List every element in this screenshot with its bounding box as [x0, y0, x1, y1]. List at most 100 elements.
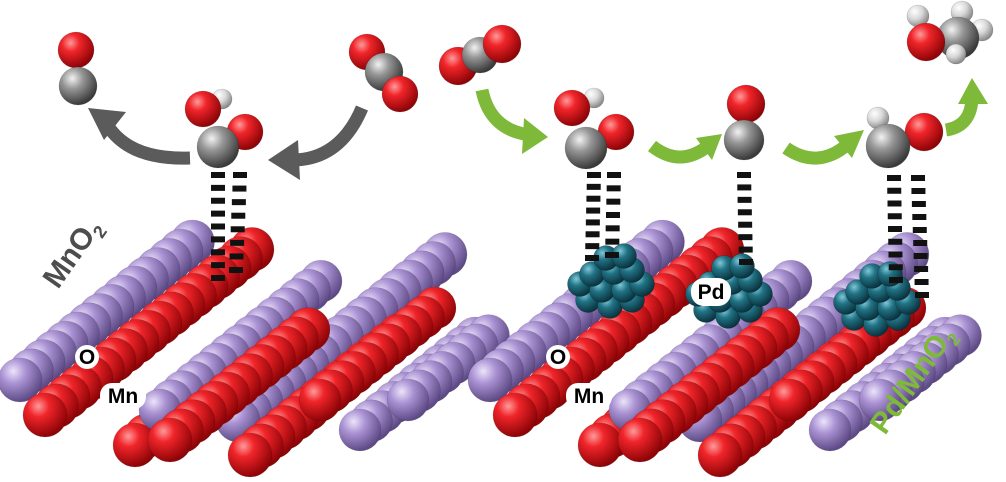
oxygen-atom — [554, 90, 590, 126]
carbon-atom — [724, 120, 764, 160]
bond-dash — [911, 175, 925, 181]
oxygen-atom — [228, 433, 272, 477]
hydrogen-atom — [946, 44, 966, 64]
bond-dash — [888, 213, 902, 219]
bond-dash — [889, 277, 903, 283]
bond-dash — [913, 227, 927, 233]
bond-pd3-1 — [887, 175, 903, 283]
bond-dash — [915, 292, 929, 298]
label-o-right: O — [546, 345, 570, 369]
arrow-head — [522, 118, 548, 154]
bond-dash — [211, 262, 225, 268]
molecule-co-adsorbed — [724, 85, 765, 160]
bond-dash — [887, 175, 901, 181]
bond-dash — [737, 172, 751, 178]
bond-dash — [607, 172, 621, 178]
bond-dash — [211, 249, 225, 255]
bond-dash — [211, 198, 225, 204]
arrow-to-methanol — [946, 78, 988, 130]
bond-dash — [914, 253, 928, 259]
bond-dash — [888, 226, 902, 232]
bond-dash — [586, 196, 600, 202]
oxygen-atom — [493, 393, 537, 437]
bond-dash — [586, 219, 600, 225]
oxygen-atom — [382, 76, 418, 112]
carbon-atom — [197, 126, 239, 168]
bond-dash — [739, 247, 753, 253]
bond-dash — [211, 236, 225, 242]
bond-dash — [585, 255, 599, 261]
manganese-atom — [339, 409, 381, 451]
bond-dash — [231, 226, 245, 232]
label-o-left: O — [75, 345, 99, 369]
bond-dash — [211, 224, 225, 230]
bond-dash — [737, 184, 751, 190]
manganese-atom — [809, 409, 851, 451]
oxygen-atom — [618, 418, 662, 462]
bond-dash — [912, 214, 926, 220]
lattice-rods — [0, 220, 982, 477]
arrow-from-co2 — [268, 108, 362, 180]
arrow-head — [268, 140, 300, 180]
molecule-co-product — [58, 32, 97, 105]
label-mn-right: Mn — [566, 383, 612, 409]
label-pd: Pd — [691, 278, 731, 306]
bond-dash — [211, 185, 225, 191]
molecule-methanol-product — [907, 1, 993, 64]
arrow-shaft — [652, 146, 708, 157]
bond-dash — [586, 208, 600, 214]
svg-text:O: O — [79, 346, 95, 369]
bond-dash — [587, 184, 601, 190]
oxygen-atom — [148, 418, 192, 462]
bond-dash — [888, 201, 902, 207]
bond-dash — [605, 239, 619, 245]
molecule-hcoh — [866, 107, 943, 168]
bond-dash — [230, 240, 244, 246]
bond-dash — [887, 188, 901, 194]
oxygen-atom — [58, 32, 94, 68]
bond-dash — [739, 259, 753, 265]
bond-dash — [914, 266, 928, 272]
bond-dash — [912, 201, 926, 207]
molecule-co2-left — [349, 34, 418, 112]
bond-dash — [211, 211, 225, 217]
carbon-atom — [565, 127, 607, 169]
bond-dash — [586, 231, 600, 237]
arrow-head — [958, 78, 988, 104]
bond-pd2 — [737, 172, 753, 265]
bond-left-1 — [211, 172, 225, 281]
oxygen-atom — [578, 423, 622, 467]
arrow-shaft — [292, 108, 362, 160]
arrow-co2-to-cooh — [482, 90, 548, 154]
bond-dash — [607, 185, 621, 191]
bond-dash — [889, 264, 903, 270]
bond-dash — [233, 172, 247, 178]
arrow-cooh-to-co — [652, 134, 722, 160]
bond-dash — [738, 222, 752, 228]
bond-dash — [888, 239, 902, 245]
oxygen-atom — [698, 433, 742, 477]
molecule-cooh-right — [554, 88, 634, 169]
arrow-shaft — [482, 90, 530, 135]
bond-pd1-1 — [585, 172, 601, 261]
molecule-co2-right — [439, 25, 521, 85]
molecule-cooh-left — [185, 89, 263, 168]
bond-dash — [232, 186, 246, 192]
oxygen-atom — [905, 113, 943, 151]
bond-dash — [232, 199, 246, 205]
oxygen-atom — [769, 379, 811, 421]
label-mn-left: Mn — [100, 383, 146, 409]
bond-dash — [606, 212, 620, 218]
bond-dash — [738, 209, 752, 215]
bond-dash — [915, 279, 929, 285]
bond-dash — [606, 199, 620, 205]
oxygen-atom — [907, 23, 945, 61]
arrow-shaft — [786, 144, 848, 158]
bond-dash — [585, 243, 599, 249]
arrow-co-to-hcoh — [786, 130, 864, 158]
bond-dash — [889, 252, 903, 258]
bond-dash — [911, 188, 925, 194]
svg-text:Mn: Mn — [574, 385, 604, 408]
carbon-atom — [866, 124, 910, 168]
